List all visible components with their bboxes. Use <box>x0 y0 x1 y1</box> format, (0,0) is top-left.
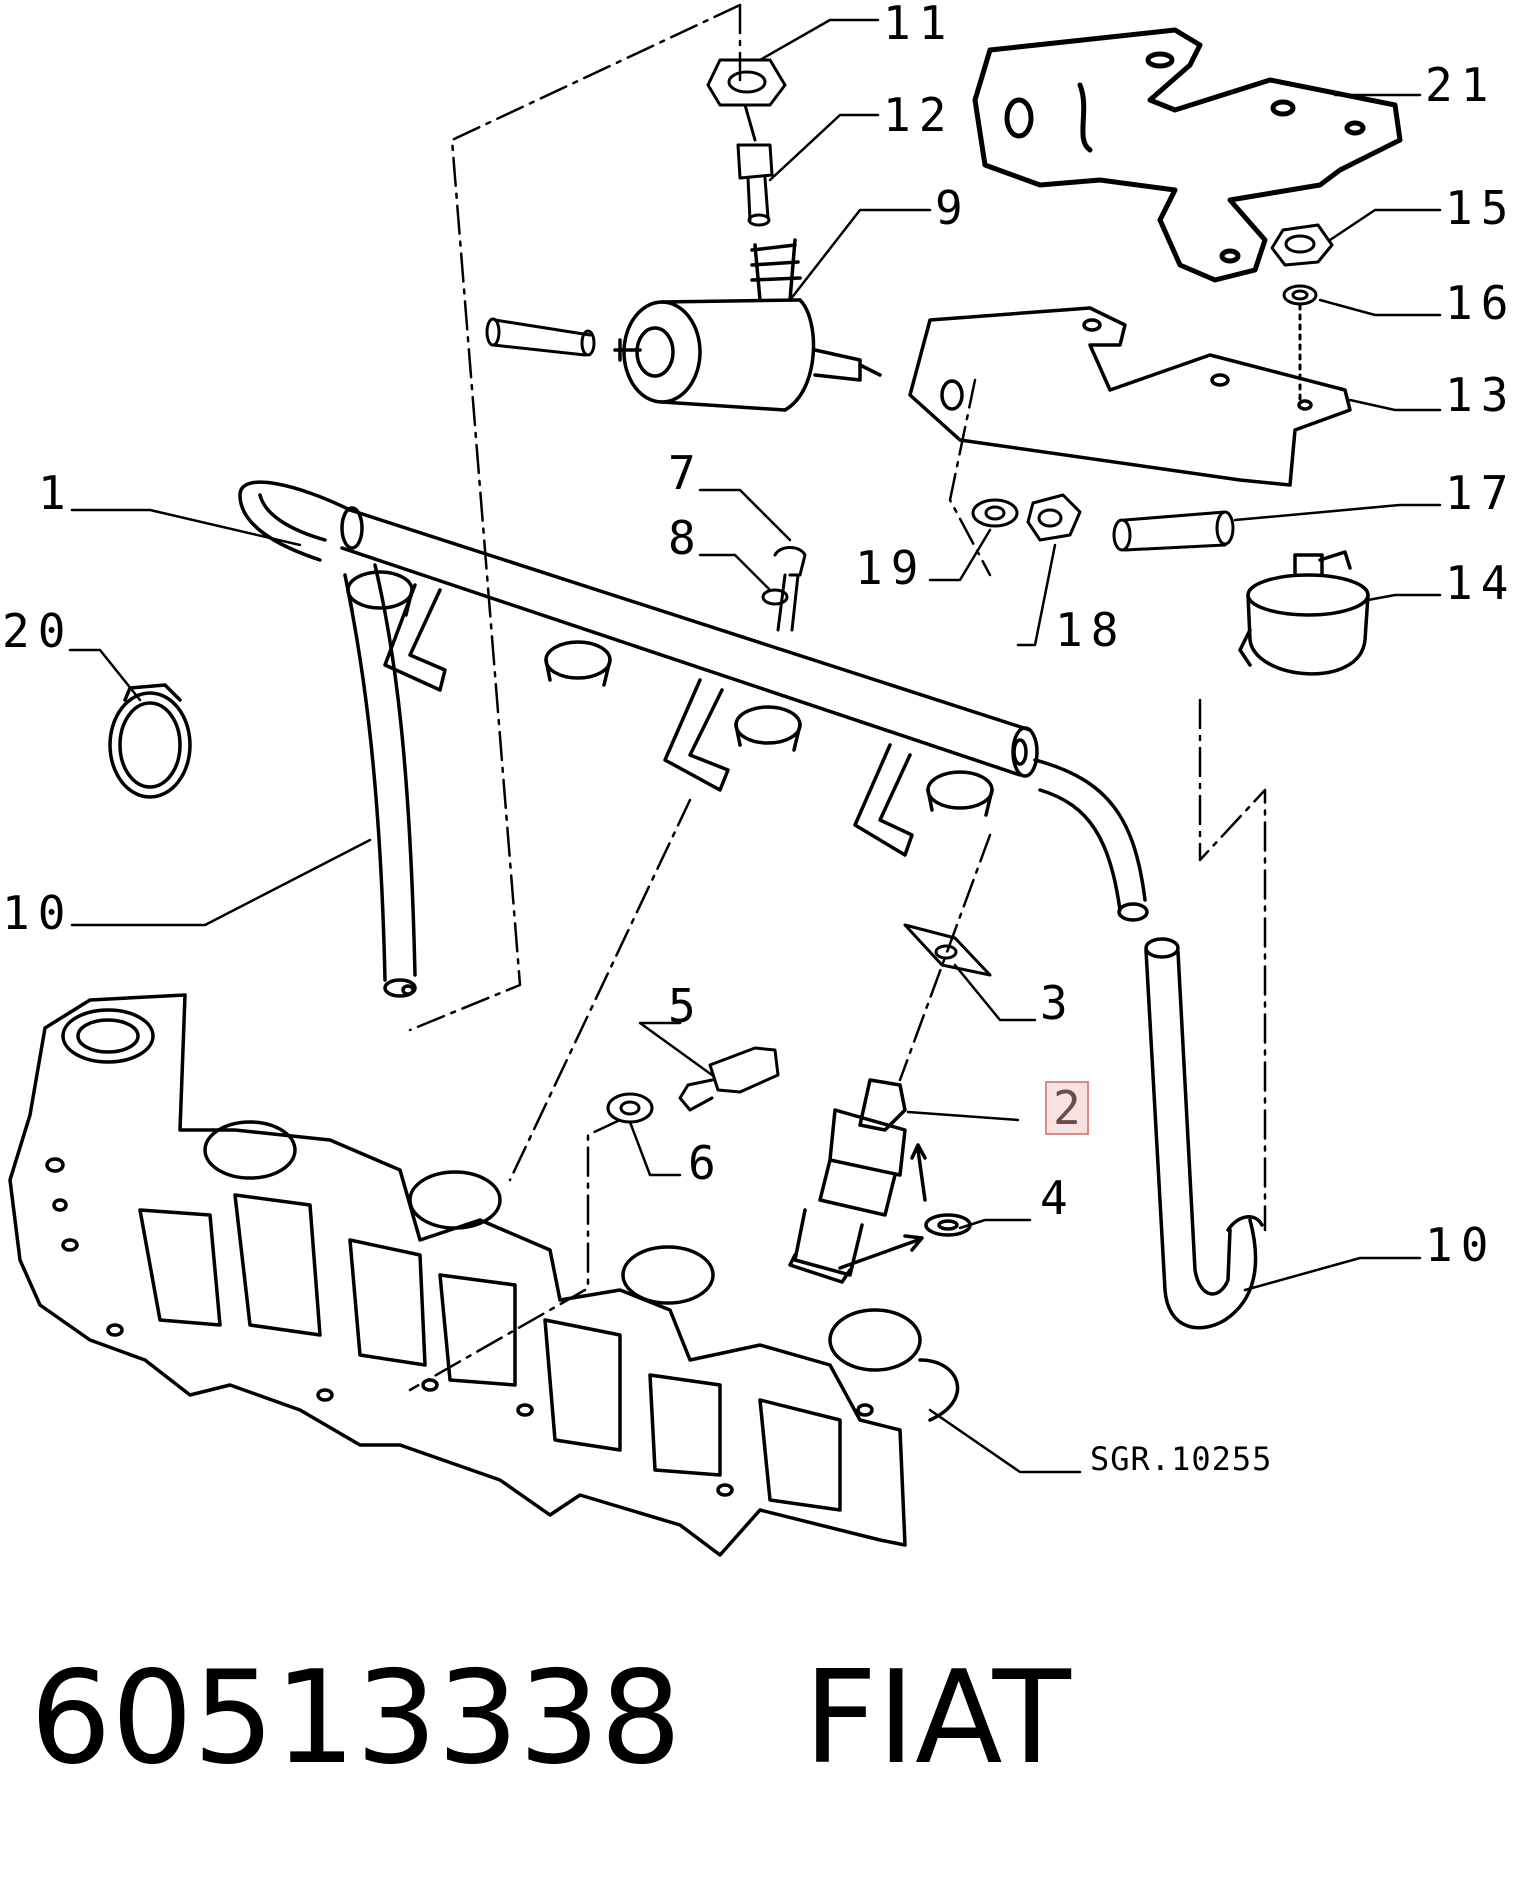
leader-lines <box>68 18 1442 1474</box>
drawing-reference: SGR.10255 <box>1090 1440 1273 1478</box>
bracket-13 <box>908 306 1352 487</box>
callout-4: 4 <box>1040 1171 1076 1225</box>
hose-clamp <box>108 683 192 799</box>
hose-right <box>1144 937 1264 1330</box>
callout-17: 17 <box>1445 466 1514 520</box>
temperature-sensor <box>606 1046 780 1124</box>
callout-6: 6 <box>688 1136 724 1190</box>
callout-12: 12 <box>883 88 955 142</box>
callout-13: 13 <box>1445 368 1514 422</box>
seal-plate <box>903 923 992 977</box>
intake-manifold <box>8 993 960 1557</box>
callout-14: 14 <box>1445 556 1514 610</box>
callout-5: 5 <box>668 979 704 1033</box>
callout-8: 8 <box>668 511 704 565</box>
fuel-injector <box>788 1078 972 1284</box>
callout-15: 15 <box>1445 181 1514 235</box>
nut-washer-15-16 <box>1270 223 1334 402</box>
callout-2-highlighted: 2 <box>1045 1081 1089 1135</box>
callout-20: 20 <box>2 604 74 658</box>
callout-16: 16 <box>1445 276 1514 330</box>
fuel-pipe-return <box>1033 758 1149 922</box>
callout-21: 21 <box>1425 58 1497 112</box>
part-caption: 60513338 FIAT <box>30 1655 1071 1783</box>
callout-18: 18 <box>1055 603 1127 657</box>
bracket-21 <box>972 27 1403 283</box>
callout-7: 7 <box>668 446 704 500</box>
callout-3: 3 <box>1040 976 1076 1030</box>
callout-1: 1 <box>38 466 74 520</box>
nut-and-union <box>706 58 787 227</box>
assembly-guide-lines <box>408 3 1267 1392</box>
callout-11: 11 <box>883 0 955 50</box>
callout-19: 19 <box>855 541 927 595</box>
pressure-regulator <box>613 238 882 412</box>
washer-nut-18-19 <box>971 493 1082 542</box>
part-number: 60513338 <box>30 1644 682 1793</box>
small-pipes <box>485 317 1235 552</box>
screw-washer-7-8 <box>761 546 807 632</box>
callout-10-right: 10 <box>1425 1218 1497 1272</box>
callout-9: 9 <box>935 181 971 235</box>
pulsation-damper <box>1238 550 1370 676</box>
fuel-pipe-left <box>343 563 417 998</box>
fuel-rail <box>238 480 1039 857</box>
callout-10-left: 10 <box>2 886 74 940</box>
brand-name: FIAT <box>803 1644 1071 1793</box>
